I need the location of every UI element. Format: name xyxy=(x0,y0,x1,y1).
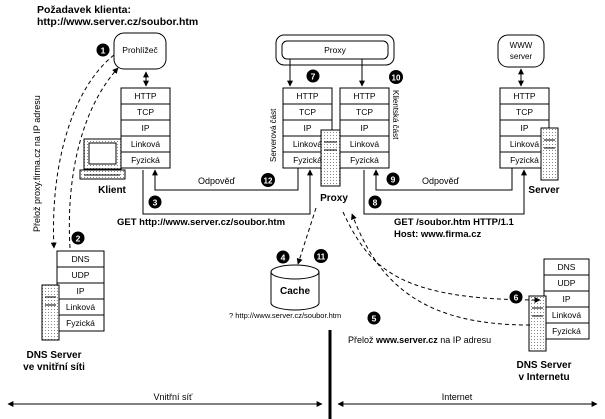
response-to-proxy-arrow xyxy=(373,168,513,191)
resolve-proxy-label: Přelož proxy.firma.cz na IP adresu xyxy=(32,95,42,232)
cache-label: Cache xyxy=(280,286,310,297)
step-1: 1 xyxy=(101,46,106,56)
client-layer-tcp: TCP xyxy=(137,107,154,117)
dns-net-layer-link: Linková xyxy=(552,310,582,320)
dns-net-layer-udp: UDP xyxy=(558,278,576,288)
step-3: 3 xyxy=(153,198,158,208)
step-markers: 1 2 3 4 5 6 7 8 9 10 11 12 xyxy=(71,43,523,325)
step-11: 11 xyxy=(317,253,326,262)
dns-query-internet-arrow xyxy=(342,211,541,303)
dns-int-layer-link: Linková xyxy=(66,302,96,312)
response-to-client-arrow xyxy=(152,168,299,191)
dns-int-layer-ip: IP xyxy=(76,286,84,296)
step-2: 2 xyxy=(76,234,81,244)
dns-internet-line2: v Internetu xyxy=(518,372,569,383)
proxy-cp-layer-ip: IP xyxy=(360,123,368,133)
dns-internet-stack: DNS UDP IP Linková Fyzická xyxy=(543,258,590,340)
proxy-cp-layer-phys: Fyzická xyxy=(350,155,379,165)
proxy-label: Proxy xyxy=(320,193,348,204)
proxy-box-inner xyxy=(281,40,389,60)
step-9: 9 xyxy=(391,175,396,185)
dns-int-layer-udp: UDP xyxy=(72,270,90,280)
header-line2: http://www.server.cz/soubor.htm xyxy=(37,16,198,28)
client-label: Klient xyxy=(98,185,126,196)
browser-label: Prohlížeč xyxy=(122,45,158,55)
proxy-sp-layer-tcp: TCP xyxy=(299,107,316,117)
response-left-label: Odpověď xyxy=(198,176,236,186)
www-server-line1: WWW xyxy=(510,41,533,50)
server-layer-tcp: TCP xyxy=(516,107,533,117)
server-layer-http: HTTP xyxy=(513,91,536,101)
browser-bubble xyxy=(113,32,167,70)
dns-net-layer-ip: IP xyxy=(562,294,570,304)
proxy-sp-layer-phys: Fyzická xyxy=(293,155,322,165)
step-5: 5 xyxy=(372,314,377,324)
step-4: 4 xyxy=(281,253,286,263)
step-6: 6 xyxy=(514,293,519,303)
server-layer-link: Linková xyxy=(510,139,540,149)
server-tower-icon xyxy=(320,129,341,187)
server-part-label: Serverová část xyxy=(269,108,278,162)
dns-query-internal-arrow xyxy=(50,54,115,249)
zone-internet-label: Internet xyxy=(442,392,473,402)
dns-net-layer-phys: Fyzická xyxy=(552,326,581,336)
dns-answer-internal-arrow xyxy=(68,67,119,249)
step-7: 7 xyxy=(311,72,316,82)
www-server-bubble xyxy=(497,34,545,68)
get-to-server-arrow xyxy=(363,169,527,215)
dns-int-layer-dns: DNS xyxy=(72,254,90,264)
resolve-server-label: Přelož www.server.cz na IP adresu xyxy=(348,335,491,345)
www-server-line2: server xyxy=(510,52,533,61)
proxy-cp-layer-tcp: TCP xyxy=(356,107,373,117)
cache-key-label: ? http://www.server.cz/soubor.htm xyxy=(229,311,341,320)
dns-internal-line2: ve vnitřní síti xyxy=(23,362,85,373)
server-layer-phys: Fyzická xyxy=(510,155,539,165)
client-layer-http: HTTP xyxy=(134,91,157,101)
server-layer-ip: IP xyxy=(520,123,528,133)
proxy-cp-layer-link: Linková xyxy=(350,139,380,149)
client-stack: HTTP TCP IP Linková Fyzická xyxy=(120,87,171,169)
step-8: 8 xyxy=(373,198,378,208)
proxy-cp-layer-http: HTTP xyxy=(353,91,376,101)
computer-icon xyxy=(79,138,126,180)
response-right-label: Odpověď xyxy=(422,176,460,186)
client-layer-phys: Fyzická xyxy=(131,155,160,165)
proxy-sp-layer-link: Linková xyxy=(293,139,323,149)
get-right-line2: Host: www.firma.cz xyxy=(394,229,482,240)
get-left-label: GET http://www.server.cz/soubor.htm xyxy=(117,217,285,228)
server-tower-icon xyxy=(41,284,60,341)
zone-internal-label: Vnitřní síť xyxy=(154,392,194,402)
proxy-sp-layer-http: HTTP xyxy=(296,91,319,101)
dns-int-layer-phys: Fyzická xyxy=(66,318,95,328)
server-tower-icon xyxy=(540,127,559,181)
proxy-client-part-stack: HTTP TCP IP Linková Fyzická xyxy=(339,87,390,169)
step-12: 12 xyxy=(264,177,273,186)
step-10: 10 xyxy=(392,74,401,83)
client-layer-link: Linková xyxy=(131,139,161,149)
get-to-proxy-arrow xyxy=(142,169,313,215)
proxy-box-label: Proxy xyxy=(324,45,346,55)
cache-cylinder xyxy=(270,264,320,311)
server-label: Server xyxy=(528,185,559,196)
server-tower-icon xyxy=(528,295,547,352)
dns-net-layer-dns: DNS xyxy=(558,262,576,272)
header-line1: Požadavek klienta: xyxy=(37,4,131,16)
dns-internal-stack: DNS UDP IP Linková Fyzická xyxy=(56,250,105,332)
get-right-line1: GET /soubor.htm HTTP/1.1 xyxy=(394,217,515,228)
dns-internal-line1: DNS Server xyxy=(26,350,81,361)
client-layer-ip: IP xyxy=(141,123,149,133)
dns-answer-internet-arrow xyxy=(351,213,531,326)
dns-internet-line1: DNS Server xyxy=(516,360,571,371)
client-part-label: Klientská část xyxy=(391,90,400,140)
proxy-sp-layer-ip: IP xyxy=(303,123,311,133)
proxy-to-cache-arrow xyxy=(296,207,317,265)
